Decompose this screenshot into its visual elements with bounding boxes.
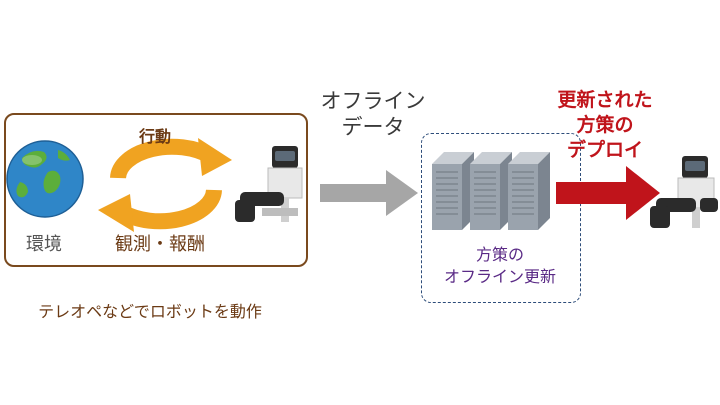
robot-icon xyxy=(650,156,718,228)
gray-arrow-icon xyxy=(320,170,418,216)
policy-update-label: 方策の オフライン更新 xyxy=(425,244,575,288)
action-label: 行動 xyxy=(139,127,172,146)
offline-data-label: オフライン データ xyxy=(318,88,428,140)
red-arrow-icon xyxy=(556,166,660,220)
teleop-caption: テレオペなどでロボットを動作 xyxy=(38,302,262,321)
environment-interaction-box xyxy=(4,113,308,267)
environment-label: 環境 xyxy=(26,234,62,255)
globe-icon xyxy=(6,140,84,218)
offline-data-line1: オフライン xyxy=(320,89,426,113)
robot-icon xyxy=(235,146,303,222)
observation-reward-label: 観測・報酬 xyxy=(115,234,205,255)
deploy-line1: 更新された xyxy=(557,89,653,111)
deploy-line3: デプロイ xyxy=(566,139,643,161)
offline-policy-update-box xyxy=(421,133,581,303)
deploy-label: 更新された 方策の デプロイ xyxy=(545,88,665,163)
policy-update-line2: オフライン更新 xyxy=(443,267,556,286)
offline-data-line2: データ xyxy=(341,115,405,139)
policy-update-line1: 方策の xyxy=(475,245,524,264)
server-icon xyxy=(432,152,550,230)
deploy-line2: 方策の xyxy=(576,114,634,136)
cycle-arrows-icon xyxy=(98,138,232,232)
